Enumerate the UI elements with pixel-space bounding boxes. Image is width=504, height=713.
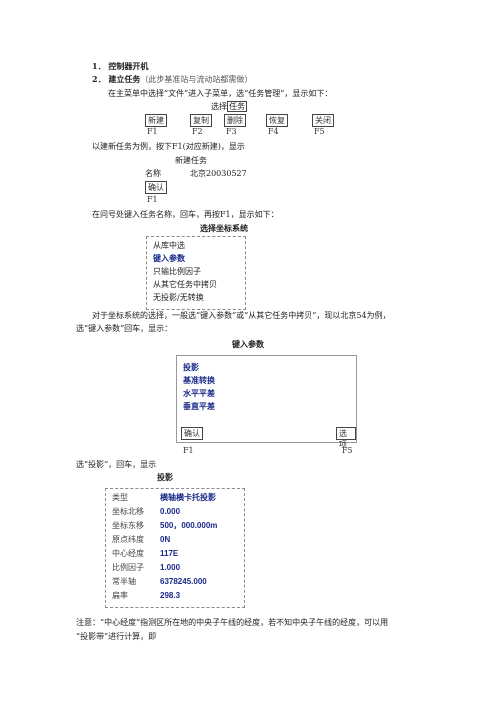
false-easting-label: 坐标东移	[112, 521, 144, 530]
origin-latitude-label: 原点纬度	[112, 535, 144, 544]
fkey-f2-label: F2	[192, 127, 203, 136]
central-meridian-label: 中心经度	[112, 549, 144, 558]
projection-type-label: 类型	[112, 493, 128, 502]
fkey-f3-label: F3	[226, 127, 237, 136]
confirm-fkey-label: F1	[147, 195, 158, 204]
note-line-2: “投影带”进行计算，即	[76, 632, 157, 641]
restore-button[interactable]: 恢复	[266, 114, 288, 127]
params-fkey-f1-label: F1	[183, 446, 194, 455]
params-title: 键入参数	[232, 339, 264, 349]
step-1-heading: 1． 控制器开机	[92, 61, 149, 71]
params-item-vertical-adjust[interactable]: 垂直平差	[183, 402, 215, 411]
projection-row[interactable]: 扁率 298.3	[106, 590, 244, 602]
confirm-button[interactable]: 确认	[145, 181, 167, 194]
coord-select-title: 选择坐标系统	[200, 223, 248, 233]
coord-select-intro: 在问号处键入任务名称，回车，再按F1，显示如下：	[92, 210, 279, 219]
params-fkey-f5-label: F5	[342, 446, 353, 455]
semi-major-axis-label: 常半轴	[112, 577, 136, 586]
fkey-f5-label: F5	[314, 127, 325, 136]
task-menu-intro: 在主菜单中选择“文件”进入子菜单，选“任务管理”，显示如下：	[108, 89, 333, 98]
menu-item-no-projection[interactable]: 无投影/无转换	[153, 293, 204, 302]
projection-title: 投影	[157, 472, 173, 482]
projection-row[interactable]: 原点纬度 0N	[106, 534, 244, 546]
false-northing-label: 坐标北移	[112, 507, 144, 516]
step-2-heading: 2． 建立任务（此步基准站与流动站都需做）	[92, 74, 252, 85]
params-item-horizontal-adjust[interactable]: 水平平差	[183, 389, 215, 398]
menu-item-from-library[interactable]: 从库中选	[153, 241, 185, 250]
scale-factor-value: 1.000	[160, 563, 181, 572]
task-menu-title-prefix: 选择	[211, 102, 227, 111]
projection-row[interactable]: 中心经度 117E	[106, 548, 244, 560]
projection-panel: 类型 横轴横卡托投影 坐标北移 0.000 坐标东移 500，000.000m 原点纬…	[105, 488, 245, 608]
task-menu-title: 选择任务	[211, 101, 247, 112]
delete-button[interactable]: 删除	[224, 114, 246, 127]
projection-type-value: 横轴横卡托投影	[160, 493, 216, 502]
projection-row[interactable]: 坐标东移 500，000.000m	[106, 520, 244, 532]
params-item-projection[interactable]: 投影	[183, 363, 199, 372]
task-menu-title-boxed: 任务	[227, 101, 247, 112]
projection-row[interactable]: 常半轴 6378245.000	[106, 576, 244, 588]
fkey-f4-label: F4	[268, 127, 279, 136]
projection-row[interactable]: 坐标北移 0.000	[106, 506, 244, 518]
copy-button[interactable]: 复制	[190, 114, 212, 127]
new-button[interactable]: 新建	[145, 114, 167, 127]
projection-row[interactable]: 比例因子 1.000	[106, 562, 244, 574]
params-item-datum-transform[interactable]: 基准转换	[183, 376, 215, 385]
params-panel: 投影 基准转换 水平平差 垂直平差 确认 选项	[176, 355, 357, 449]
task-name-label: 名称	[145, 169, 161, 178]
task-name-value[interactable]: 北京20030527	[190, 169, 247, 178]
flattening-value: 298.3	[160, 591, 181, 600]
projection-intro: 选“投影”，回车，显示	[76, 460, 157, 469]
menu-item-copy-from-task[interactable]: 从其它任务中拷贝	[153, 280, 217, 289]
scale-factor-label: 比例因子	[112, 563, 144, 572]
origin-latitude-value: 0N	[160, 535, 171, 544]
step-2-title: 2． 建立任务	[92, 74, 141, 84]
flattening-label: 扁率	[112, 591, 128, 600]
step-2-note: （此步基准站与流动站都需做）	[140, 75, 253, 84]
menu-item-key-in-params[interactable]: 键入参数	[153, 254, 185, 263]
params-confirm-button[interactable]: 确认	[181, 427, 203, 440]
projection-row[interactable]: 类型 横轴横卡托投影	[106, 492, 244, 504]
params-intro-line-2: 选“键入参数”回车，显示：	[76, 324, 173, 333]
params-options-button[interactable]: 选项	[336, 427, 356, 449]
central-meridian-value: 117E	[160, 549, 179, 558]
params-intro-line-1: 对于坐标系统的选择，一般选“键入参数”或“从其它任务中拷贝”，现以北京54为例，	[92, 311, 391, 320]
fkey-f1-label: F1	[147, 127, 158, 136]
semi-major-axis-value: 6378245.000	[160, 577, 207, 586]
new-task-title: 新建任务	[175, 156, 207, 165]
coord-select-menu: 从库中选 键入参数 只输比例因子 从其它任务中拷贝 无投影/无转换	[146, 236, 246, 310]
false-easting-value: 500，000.000m	[160, 521, 218, 530]
close-button[interactable]: 关闭	[312, 114, 334, 127]
note-line-1: 注意：“中心经度”指测区所在地的中央子午线的经度，若不知中央子午线的经度，可以用	[76, 618, 389, 627]
false-northing-value: 0.000	[160, 507, 181, 516]
new-task-intro: 以建新任务为例，按下F1(对应新建)，显示	[92, 142, 245, 151]
menu-item-scale-factor-only[interactable]: 只输比例因子	[153, 267, 201, 276]
